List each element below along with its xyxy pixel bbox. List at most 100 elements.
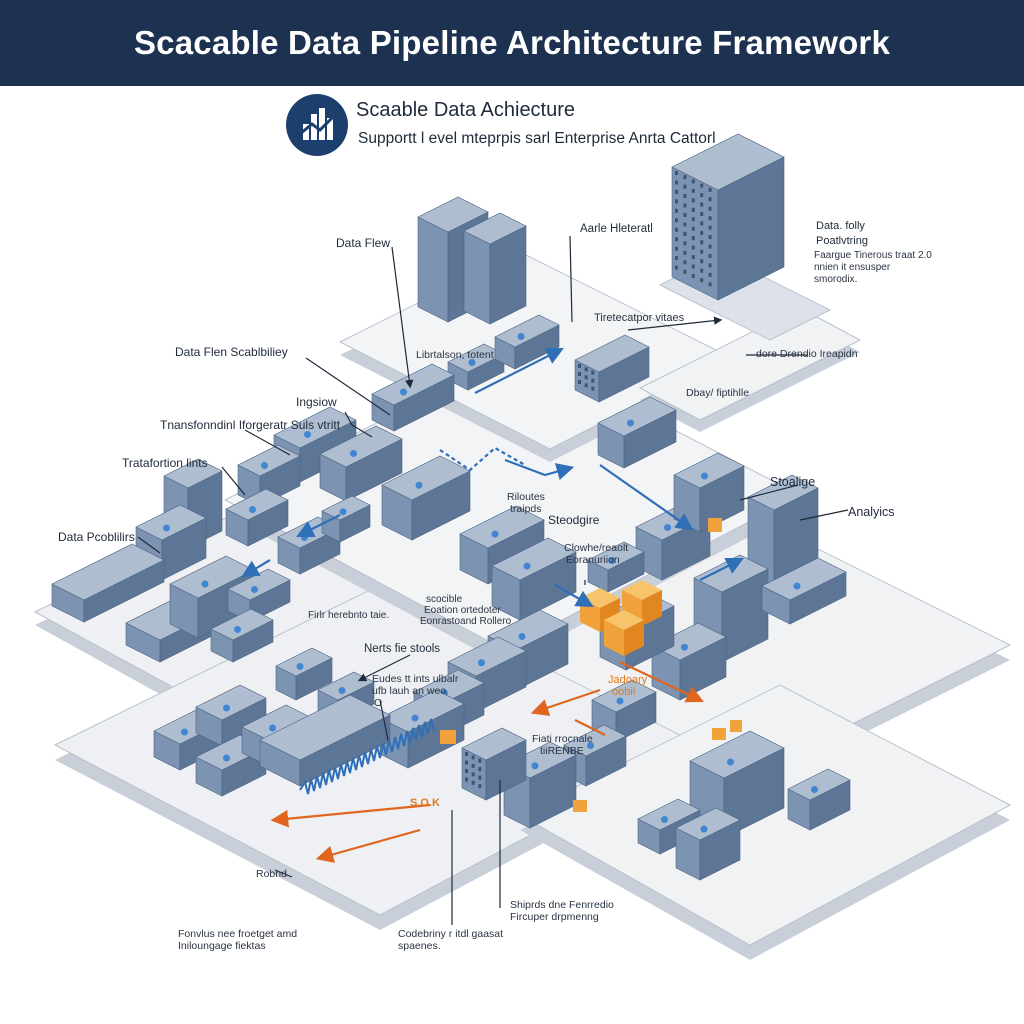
node-icon	[517, 333, 525, 340]
node-icon	[223, 704, 230, 712]
window-detail	[691, 236, 695, 241]
window-detail	[691, 179, 695, 184]
label-eudes-1: Eudes tt ints ulbalr	[372, 673, 459, 685]
module-block	[675, 807, 741, 881]
window-detail	[691, 264, 695, 269]
node-icon	[415, 481, 423, 489]
window-detail	[708, 225, 712, 230]
label-clowhe-1: Clowhe/reaolt	[564, 542, 628, 554]
node-icon	[350, 450, 357, 457]
window-detail	[700, 268, 704, 273]
node-icon	[727, 758, 734, 766]
label-fonvlus-1: Fonvlus nee froetget amd	[178, 928, 297, 940]
label-data-pcoblilirs: Data Pcoblilirs	[58, 530, 135, 544]
label-shiprio-1: Shiprds dne Fenrredio	[510, 899, 614, 911]
node-icon	[400, 388, 407, 396]
label-fonvlus-2: Iniloungage fiektas	[178, 940, 266, 952]
server-blocks	[51, 133, 851, 881]
window-detail	[691, 273, 695, 278]
label-tratafortion: Tratafortion lints	[122, 456, 208, 470]
label-shiprio-2: Fircuper drpmenng	[510, 911, 599, 923]
window-detail	[471, 772, 475, 777]
node-icon	[523, 562, 531, 570]
window-detail	[675, 171, 678, 175]
node-icon	[251, 586, 258, 593]
window-detail	[683, 222, 687, 227]
module-block	[491, 537, 577, 621]
window-detail	[471, 780, 475, 785]
window-detail	[465, 760, 468, 765]
window-detail	[591, 378, 595, 383]
node-icon	[163, 524, 170, 532]
node-icon	[661, 816, 668, 823]
node-icon	[664, 524, 671, 531]
label-dbay-fiptihlle: Dbay/ fiptihlle	[686, 387, 749, 399]
node-icon	[223, 754, 230, 762]
node-icon	[811, 786, 818, 793]
pipeline-block	[259, 694, 391, 787]
module-block	[225, 488, 289, 547]
window-detail	[700, 259, 704, 264]
module-block	[321, 495, 371, 543]
module-block	[563, 724, 627, 787]
platform-slab	[51, 543, 165, 623]
window-detail	[675, 199, 678, 204]
subtitle-heading: Scaable Data Achiecture	[356, 99, 576, 121]
leader-lines	[137, 235, 849, 925]
bar-chart-icon	[299, 108, 336, 140]
node-icon	[616, 697, 624, 705]
node-icon	[478, 659, 485, 667]
window-detail	[675, 180, 678, 185]
node-icon	[269, 724, 276, 732]
window-detail	[700, 193, 704, 198]
label-dore-drendio: dore Drendio Ireapidn	[756, 348, 858, 360]
label-data-folly-4: nnien it ensusper	[814, 262, 891, 273]
window-detail	[675, 208, 678, 213]
label-riloutes-2: traipds	[510, 503, 542, 515]
label-steodgire: Steodgire	[548, 513, 600, 527]
module-block	[447, 343, 505, 391]
window-detail	[478, 767, 482, 772]
label-soocible-1: scocible	[426, 594, 463, 605]
label-data-flen-scalability: Data Flen Scablbiliey	[175, 345, 288, 359]
window-detail	[584, 375, 588, 380]
module-block	[319, 425, 403, 502]
label-clowhe-2: Eoranuriion	[566, 554, 620, 566]
label-analyics: Analyics	[848, 505, 895, 519]
node-icon	[411, 714, 419, 722]
label-codebriny-1: Codebriny r itdl gaasat	[398, 928, 503, 940]
window-detail	[465, 752, 468, 756]
window-detail	[683, 241, 687, 246]
window-detail	[683, 203, 687, 208]
window-detail	[578, 372, 581, 376]
window-detail	[700, 183, 704, 188]
node-icon	[249, 506, 256, 513]
server-tower	[463, 212, 527, 325]
module-block	[227, 568, 291, 623]
window-detail	[478, 758, 482, 763]
label-eudes-3: O	[374, 697, 382, 709]
node-icon	[338, 687, 346, 694]
window-detail	[591, 370, 595, 375]
window-detail	[708, 235, 712, 240]
node-icon	[261, 462, 268, 469]
orange-accents	[440, 518, 742, 812]
node-icon	[518, 633, 526, 640]
label-ingsion: Ingsiow	[296, 395, 337, 409]
data-warehouse-building	[671, 133, 785, 301]
window-detail	[578, 380, 581, 384]
window-detail	[700, 278, 704, 283]
node-icon	[339, 508, 347, 516]
window-detail	[700, 202, 704, 207]
node-icon	[468, 359, 476, 366]
label-nerts-fe-steols: Nerts fie stools	[364, 643, 440, 655]
window-detail	[683, 213, 687, 218]
window-detail	[683, 194, 687, 199]
window-detail	[675, 189, 678, 194]
label-airle-hiterad: Aarle Hleteratl	[580, 223, 653, 235]
window-detail	[700, 211, 704, 216]
window-detail	[700, 240, 704, 245]
window-detail	[708, 206, 712, 211]
window-detail	[683, 175, 687, 180]
